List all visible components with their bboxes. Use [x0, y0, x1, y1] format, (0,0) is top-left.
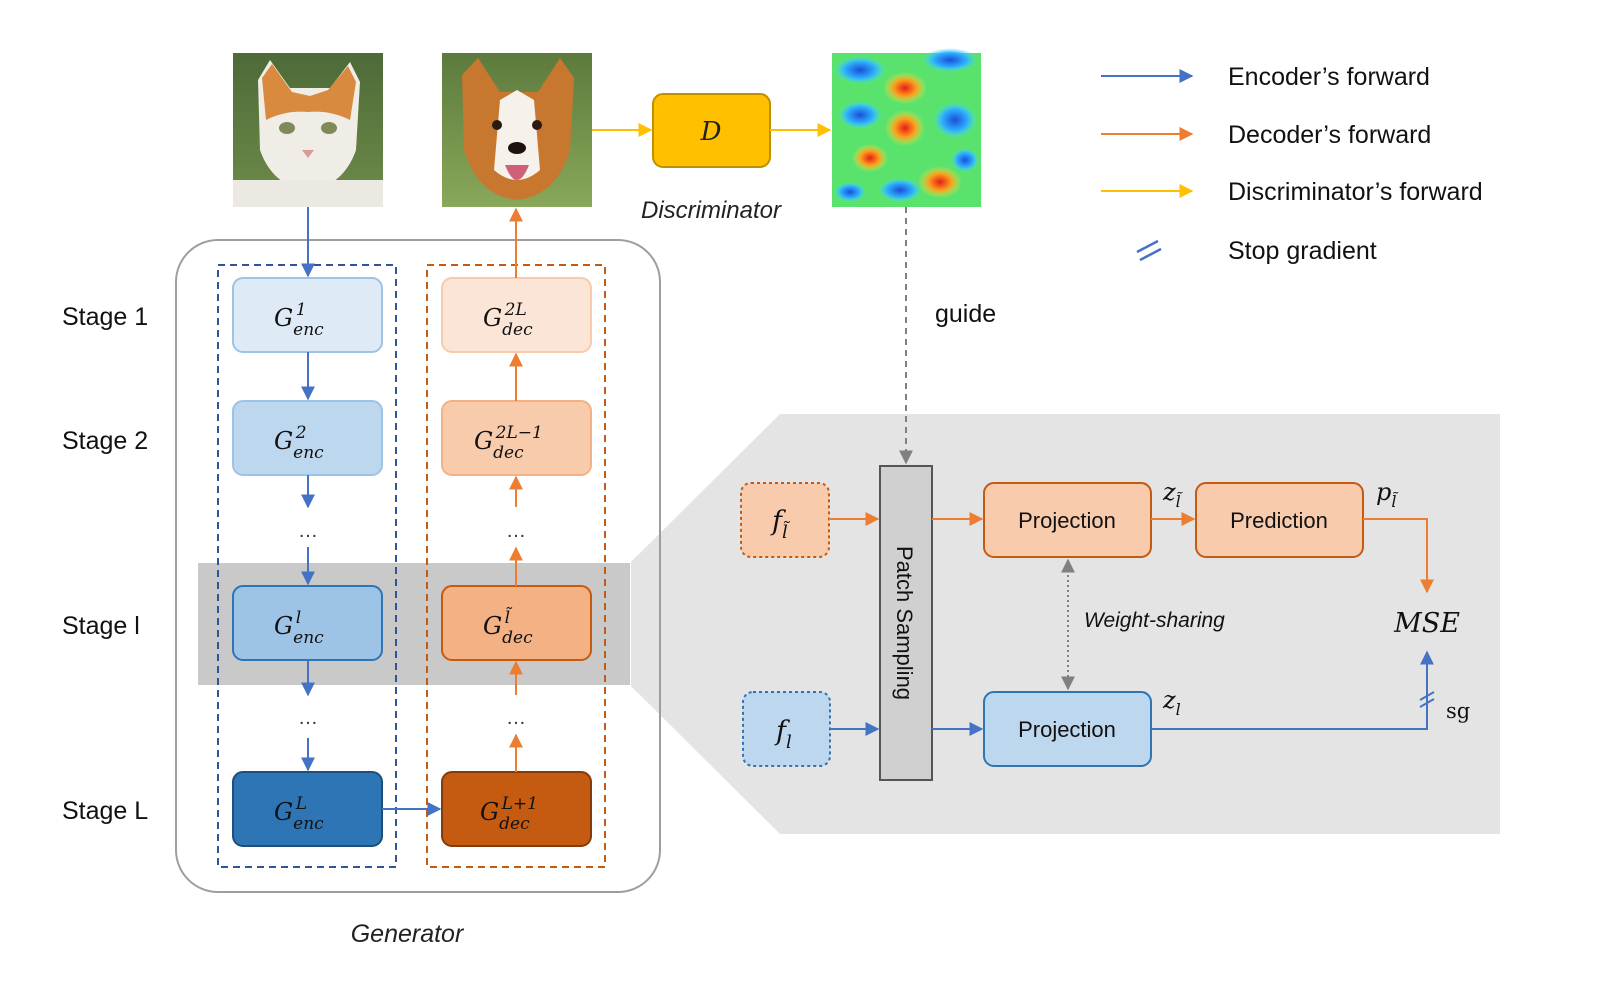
heatmap-image: [832, 48, 981, 207]
z-tilde-label: zl̃: [1162, 478, 1184, 511]
encoder-block-2: [232, 400, 383, 476]
legend: Encoder’s forward Decoder’s forward Disc…: [1101, 63, 1483, 265]
cat-image: [233, 53, 383, 207]
patch-sampling-label: Patch Sampling: [892, 546, 917, 700]
legend-stop-gradient-icon: [1136, 239, 1162, 262]
projection-top-label: Projection: [1018, 508, 1116, 533]
prediction-label: Prediction: [1230, 508, 1328, 533]
projection-bottom-label: Projection: [1018, 717, 1116, 742]
panel-orange-arrows: [829, 512, 1434, 594]
encoder-arrows: [301, 207, 442, 816]
stage-label-L: Stage L: [62, 797, 148, 825]
z-label: zl: [1162, 686, 1181, 719]
feature-f-box: [742, 691, 831, 767]
legend-decoder-label: Decoder’s forward: [1228, 121, 1431, 149]
encoder-block-L: [232, 771, 383, 847]
legend-encoder-label: Encoder’s forward: [1228, 63, 1430, 91]
decoder-label-l: Gdecl̃: [483, 607, 533, 648]
stop-gradient-mark: [1419, 691, 1435, 708]
decoder-ellipsis-1: …: [506, 520, 526, 542]
encoder-label-l: Gencl: [274, 608, 324, 648]
decoder-block-l: [441, 585, 592, 661]
stage-label-2: Stage 2: [62, 427, 148, 455]
decoder-label-2L-1: Gdec2L−1: [474, 423, 543, 463]
stage-label-1: Stage 1: [62, 303, 148, 331]
dog-image: [442, 53, 592, 207]
legend-stop-gradient-label: Stop gradient: [1228, 237, 1377, 265]
decoder-label-2L: Gdec2L: [483, 300, 533, 340]
guide-label: guide: [935, 300, 996, 328]
decoder-label-L1: GdecL+1: [480, 794, 538, 834]
patch-sampling-box: [879, 465, 933, 781]
feature-f-tilde-box: [740, 482, 830, 558]
sg-label: sg: [1446, 699, 1470, 723]
encoder-block-1: [232, 277, 383, 353]
legend-discriminator-label: Discriminator’s forward: [1228, 178, 1483, 206]
stage-label-l: Stage l: [62, 612, 140, 640]
encoder-ellipsis-1: …: [298, 520, 318, 542]
panel-blue-arrows: [830, 650, 1434, 736]
encoder-label-1: Genc1: [274, 300, 324, 340]
mse-label: MSE: [1393, 608, 1460, 639]
decoder-ellipsis-2: …: [506, 707, 526, 729]
encoder-block-l: [232, 585, 383, 661]
encoder-label-2: Genc2: [274, 423, 324, 463]
encoder-ellipsis-2: …: [298, 707, 318, 729]
generator-frame: [175, 239, 661, 893]
discriminator-box-label: D: [700, 117, 722, 147]
discriminator-caption: Discriminator: [641, 197, 782, 224]
zoom-panel: [631, 414, 1500, 834]
generator-caption: Generator: [351, 920, 465, 948]
weight-sharing-label: Weight-sharing: [1084, 609, 1225, 632]
p-tilde-label: pl̃: [1376, 478, 1400, 511]
encoder-label-L: GencL: [274, 794, 324, 834]
